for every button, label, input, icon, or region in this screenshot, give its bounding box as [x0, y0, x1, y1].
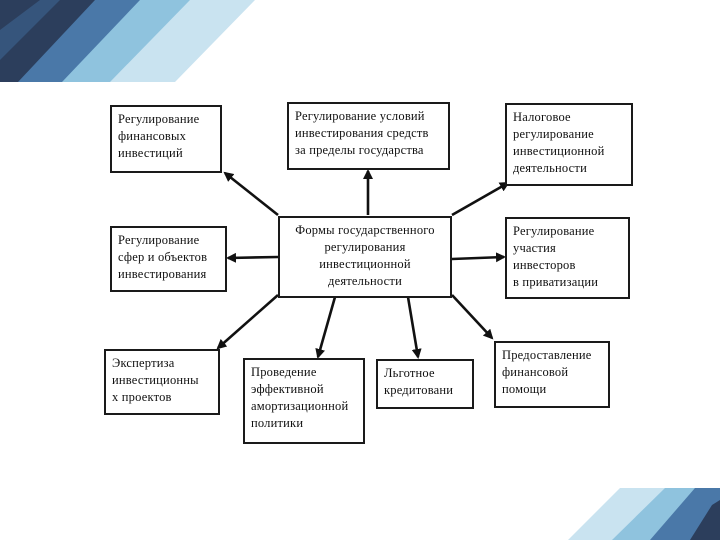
- arrow-to-fin-help: [451, 294, 494, 340]
- node-amortization: Проведение эффективной амортизационной п…: [243, 358, 365, 444]
- node-fin-help: Предоставление финансовой помощи: [494, 341, 610, 408]
- node-spheres: Регулирование сфер и объектов инвестиров…: [110, 226, 227, 292]
- node-credit: Льготное кредитовани: [376, 359, 474, 409]
- connector-arrows: [216, 169, 510, 359]
- arrow-to-spheres: [226, 252, 279, 263]
- node-fin-invest: Регулирование финансовых инвестиций: [110, 105, 222, 173]
- arrow-to-tax: [451, 181, 510, 217]
- arrow-to-amortization: [315, 296, 337, 359]
- arrow-to-credit: [406, 296, 422, 359]
- arrow-to-fin-invest: [223, 171, 279, 217]
- node-center: Формы государственного регулирования инв…: [278, 216, 452, 298]
- node-privatization: Регулирование участия инвесторов в прива…: [505, 217, 630, 299]
- arrow-to-expertise: [216, 294, 279, 350]
- diagram-panel: Регулирование финансовых инвестиций Регу…: [100, 95, 644, 445]
- node-abroad: Регулирование условий инвестирования сре…: [287, 102, 450, 170]
- arrow-to-privatization: [451, 252, 506, 263]
- node-expertise: Экспертиза инвестиционны х проектов: [104, 349, 220, 415]
- node-tax: Налоговое регулирование инвестиционной д…: [505, 103, 633, 186]
